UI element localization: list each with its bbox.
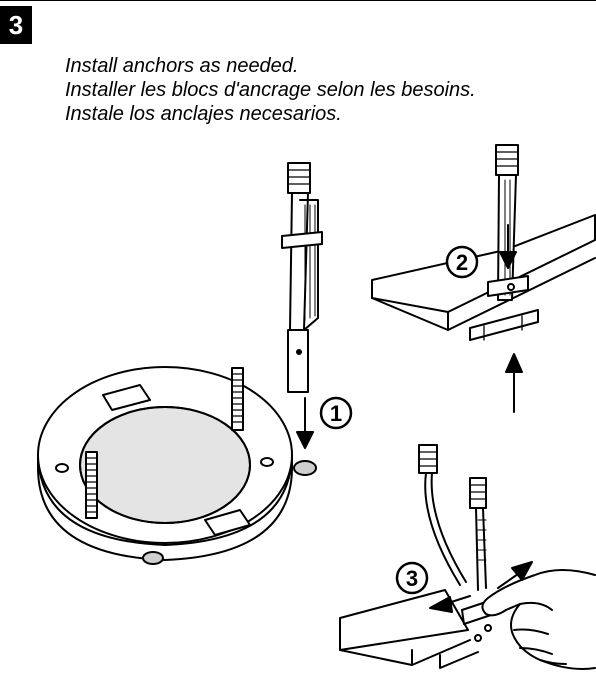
instruction-spanish: Instale los anclajes necesarios.: [65, 103, 342, 125]
floor-pad-icon: [293, 460, 317, 476]
arrow-icon: [511, 561, 533, 581]
arrow-icon: [497, 573, 519, 589]
panel-board-icon: [371, 144, 596, 341]
instructions: Install anchors as needed. Installer les…: [65, 54, 476, 126]
svg-text:3: 3: [406, 566, 418, 591]
panel-board-icon: [339, 589, 479, 669]
instruction-english: Install anchors as needed.: [65, 55, 299, 77]
svg-text:1: 1: [330, 401, 342, 426]
anchor-clip-icon: [281, 162, 323, 393]
arrow-icon: [499, 251, 517, 269]
step-number-badge: 3: [0, 6, 32, 44]
hand-icon: [481, 569, 596, 670]
callout-1: 1: [319, 396, 353, 430]
arrow-icon: [429, 596, 453, 613]
svg-text:2: 2: [456, 250, 468, 275]
arrow-icon: [296, 431, 314, 449]
floor-pad-icon: [142, 551, 164, 565]
callout-2: 2: [445, 245, 479, 279]
top-rule: [0, 0, 596, 1]
mounting-ring-icon: [37, 366, 293, 561]
callout-3: 3: [395, 561, 429, 595]
instruction-french: Installer les blocs d'ancrage selon les …: [65, 79, 476, 101]
arrow-icon: [505, 353, 523, 373]
